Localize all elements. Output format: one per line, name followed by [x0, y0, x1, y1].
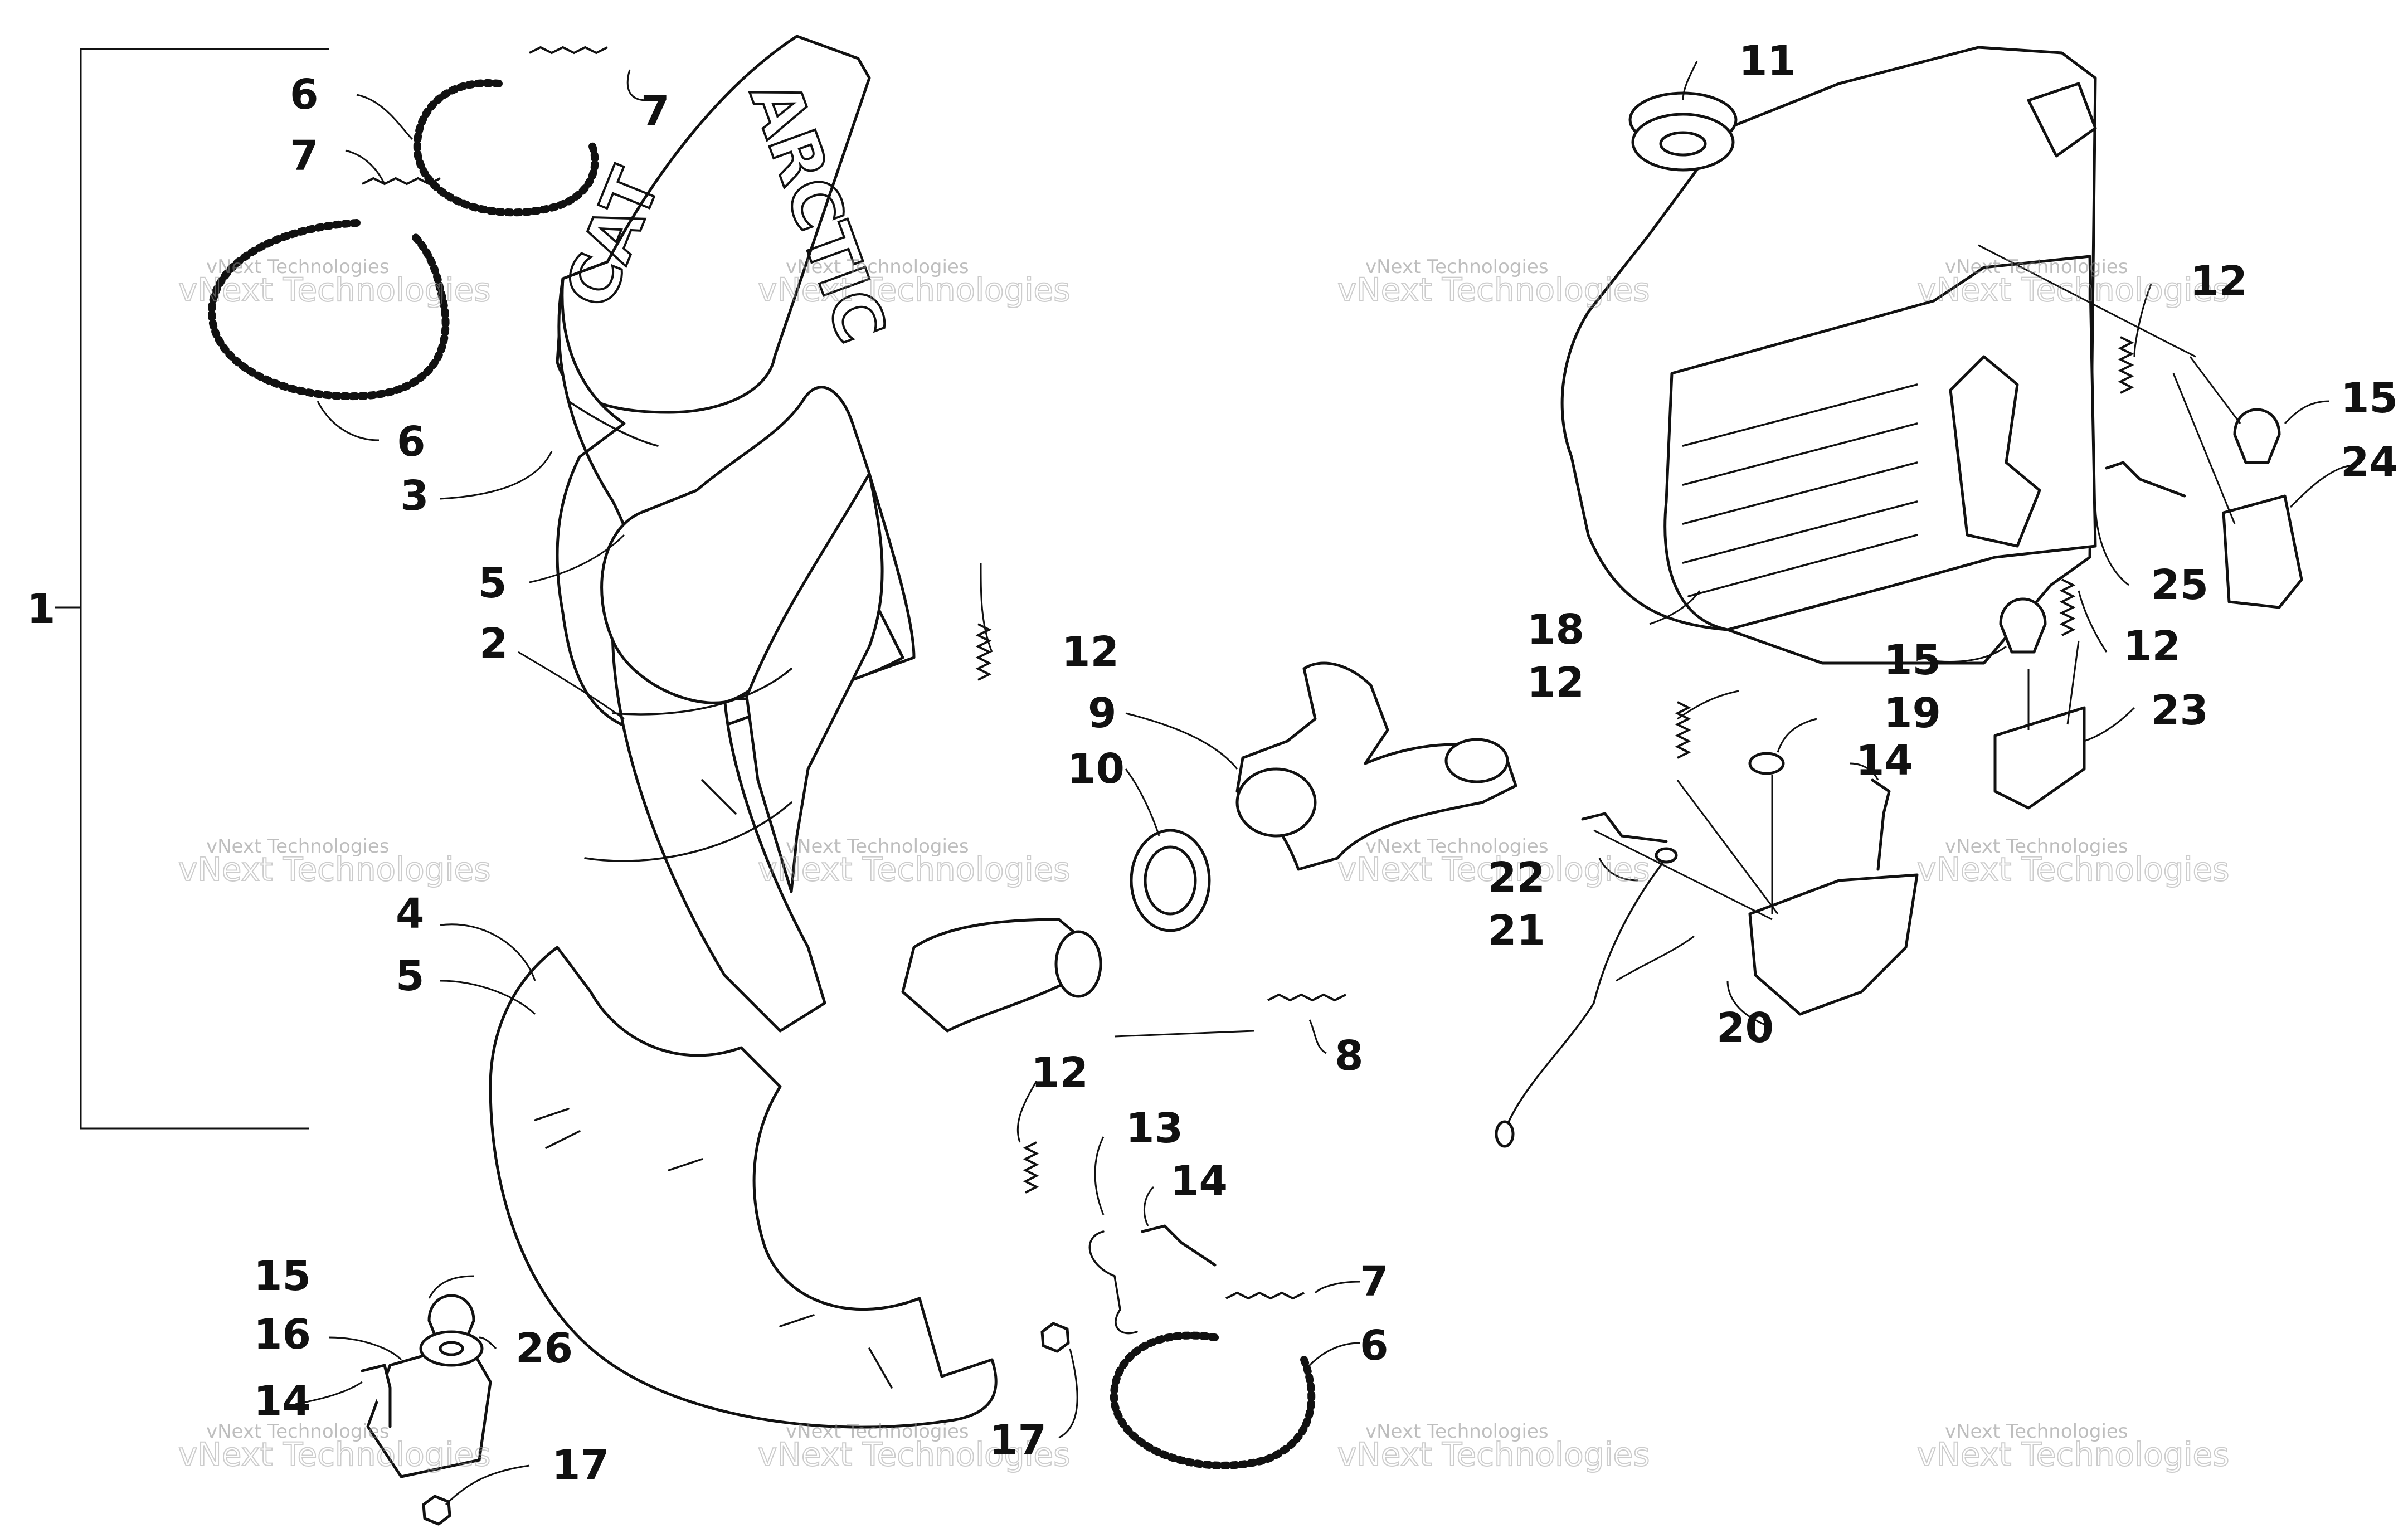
watermark-text: vNext Technologies	[206, 1420, 390, 1443]
callout-12b: 12	[1031, 1049, 1088, 1097]
grommet	[1628, 91, 1738, 172]
callout-13: 13	[1126, 1104, 1183, 1152]
callout-1: 1	[27, 585, 56, 633]
callout-14a: 14	[1170, 1157, 1228, 1205]
gasket-ring	[1130, 829, 1211, 932]
watermark-text: vNext Technologies	[1337, 850, 1650, 888]
watermark-text: vNext Technologies	[786, 835, 969, 858]
watermark-text: vNext Technologies	[1365, 256, 1549, 278]
watermark-text: vNext Technologies	[1917, 1435, 2229, 1473]
callout-6b: 6	[397, 418, 426, 466]
callout-7c: 7	[1360, 1258, 1389, 1306]
callout-15b: 15	[1884, 636, 1941, 684]
clamp-chains	[207, 79, 1316, 1469]
assembly-bracket	[55, 48, 329, 1130]
callout-15a: 15	[2341, 374, 2398, 422]
callouts: 1 2 3 4 5 5 6 6 6 7 7 7 8 9 10 11 12 12 …	[27, 37, 2398, 1490]
callout-5b: 5	[396, 952, 425, 1000]
watermark-text: vNext Technologies	[1917, 850, 2229, 888]
callout-26: 26	[515, 1325, 573, 1372]
watermark-text: vNext Technologies	[178, 271, 490, 309]
callout-12c: 12	[1527, 659, 1584, 707]
callout-11: 11	[1739, 37, 1796, 85]
callout-14c: 14	[254, 1378, 311, 1425]
callout-10: 10	[1067, 745, 1125, 793]
watermark-text: vNext Technologies	[1945, 1420, 2128, 1443]
callout-12a: 12	[1062, 628, 1119, 676]
heat-shield	[489, 946, 998, 1429]
watermarks: vNext Technologies vNext Technologies vN…	[178, 256, 2230, 1474]
callout-6a: 6	[290, 71, 319, 119]
watermark-text: vNext Technologies	[1917, 271, 2229, 309]
watermark-text: vNext Technologies	[1337, 1435, 1650, 1473]
leader-lines	[295, 61, 2352, 1506]
callout-21: 21	[1488, 907, 1545, 955]
callout-4: 4	[396, 890, 425, 938]
watermark-text: vNext Technologies	[206, 835, 390, 858]
callout-19: 19	[1884, 689, 1941, 737]
watermark-text: vNext Technologies	[206, 256, 390, 278]
hook	[1088, 1230, 1138, 1335]
callout-8: 8	[1335, 1032, 1364, 1080]
watermark-text: vNext Technologies	[178, 1435, 490, 1473]
ground-strap	[1495, 847, 1678, 1148]
exhaust-manifold	[1235, 661, 1517, 871]
watermark-text: vNext Technologies	[1365, 835, 1549, 858]
watermark-text: vNext Technologies	[786, 1420, 969, 1443]
callout-16: 16	[254, 1311, 311, 1359]
callout-7b: 7	[290, 132, 319, 180]
callout-18: 18	[1527, 606, 1584, 654]
watermark-text: vNext Technologies	[758, 850, 1070, 888]
mounting-brackets	[366, 494, 2303, 1478]
callout-12d: 12	[2190, 257, 2248, 305]
fasteners	[361, 461, 2186, 1526]
watermark-text: vNext Technologies	[1945, 256, 2128, 278]
callout-5a: 5	[478, 559, 507, 607]
callout-25: 25	[2151, 561, 2208, 609]
exhaust-inlet-pipe	[901, 918, 1102, 1033]
callout-6c: 6	[1360, 1322, 1389, 1370]
callout-20: 20	[1716, 1004, 1774, 1052]
callout-22: 22	[1488, 854, 1545, 902]
expansion-chamber: ARCTIC CAT	[549, 35, 916, 1033]
callout-2: 2	[479, 620, 508, 668]
watermark-text: vNext Technologies	[1337, 271, 1650, 309]
watermark-text: vNext Technologies	[1365, 1420, 1549, 1443]
callout-23: 23	[2151, 687, 2208, 734]
watermark-text: vNext Technologies	[758, 1435, 1070, 1473]
callout-17b: 17	[552, 1442, 609, 1490]
callout-14b: 14	[1856, 737, 1913, 785]
callout-9: 9	[1088, 689, 1117, 737]
callout-7a: 7	[641, 87, 670, 135]
watermark-text: vNext Technologies	[786, 256, 969, 278]
watermark-text: vNext Technologies	[178, 850, 490, 888]
watermark-text: vNext Technologies	[758, 271, 1070, 309]
callout-15c: 15	[254, 1252, 311, 1300]
watermark-text: vNext Technologies	[1945, 835, 2128, 858]
callout-24: 24	[2341, 439, 2398, 486]
callout-3: 3	[400, 472, 429, 520]
callout-12e: 12	[2123, 622, 2181, 670]
muffler	[1560, 46, 2097, 665]
callout-17a: 17	[989, 1417, 1047, 1464]
washers	[419, 752, 1785, 1367]
